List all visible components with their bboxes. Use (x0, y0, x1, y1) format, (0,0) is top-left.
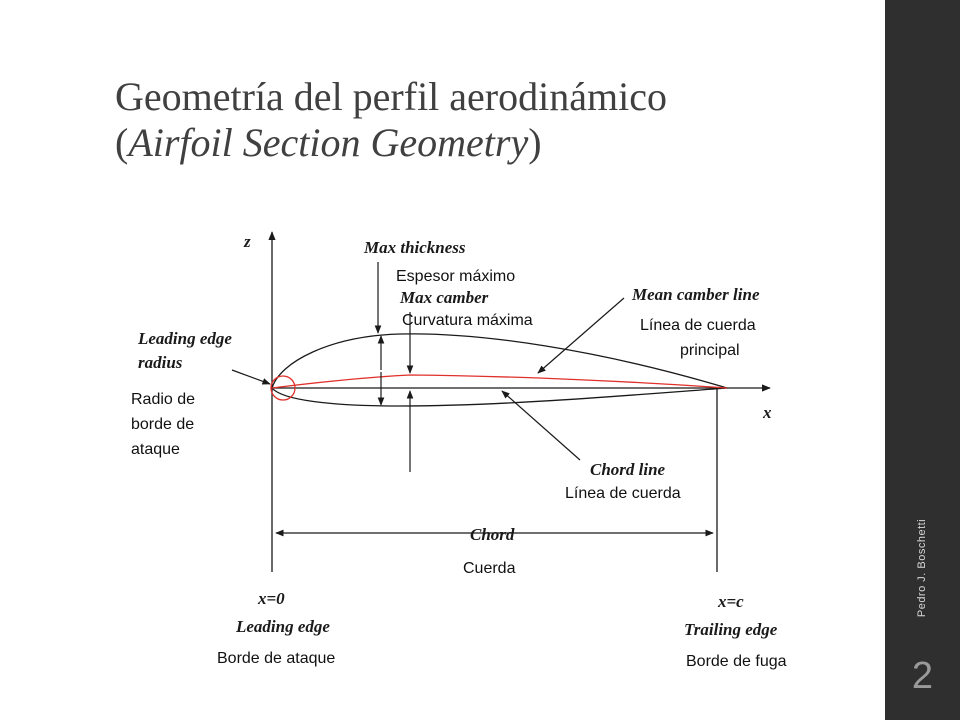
title-english: Airfoil Section Geometry (128, 120, 529, 165)
author-label: Pedro J. Boschetti (916, 518, 928, 618)
leading-edge-radius-label-1: Leading edge (137, 329, 232, 348)
leading-edge-radius-label-es-1: Radio de (131, 391, 195, 408)
slide-title: Geometría del perfil aerodinámico(Airfoi… (115, 74, 875, 166)
xc-label: x=c (717, 592, 744, 611)
chord-label-es: Cuerda (463, 560, 516, 577)
max-camber-label: Max camber (399, 288, 489, 307)
airfoil-outline (271, 333, 728, 407)
max-thickness-label: Max thickness (363, 238, 466, 257)
trailing-edge-label-es: Borde de fuga (686, 653, 787, 670)
chord-label: Chord (470, 525, 515, 544)
page-number: 2 (911, 655, 934, 697)
leading-edge-radius-label-es-2: borde de (131, 416, 194, 433)
x0-label: x=0 (257, 589, 285, 608)
leading-edge-label: Leading edge (235, 617, 330, 636)
sidebar (885, 0, 960, 720)
mean-camber-line-arrow (537, 297, 625, 374)
z-axis-label: z (243, 232, 251, 251)
title-main: Geometría del perfil aerodinámico (115, 74, 667, 119)
title-close-paren: ) (528, 120, 542, 165)
leading-edge-radius-label-2: radius (138, 353, 183, 372)
leading-edge-radius-arrow (231, 369, 271, 385)
chord-line-label-es: Línea de cuerda (565, 485, 681, 502)
mean-camber-line-label-es-2: principal (680, 342, 740, 359)
mean-camber-line-label-es-1: Línea de cuerda (640, 317, 756, 334)
max-camber-label-es: Curvatura máxima (402, 312, 533, 329)
leading-edge-circle (270, 375, 296, 401)
mean-camber-line (271, 374, 728, 389)
trailing-edge-label: Trailing edge (684, 620, 778, 639)
chord-line-label: Chord line (590, 460, 666, 479)
leading-edge-label-es: Borde de ataque (217, 650, 335, 667)
leading-edge-radius-label-es-3: ataque (131, 441, 180, 458)
chord-line-arrow (501, 390, 581, 461)
max-thickness-label-es: Espesor máximo (396, 268, 515, 285)
x-axis-label: x (762, 403, 772, 422)
mean-camber-line-label: Mean camber line (631, 285, 760, 304)
title-open-paren: ( (115, 120, 129, 165)
